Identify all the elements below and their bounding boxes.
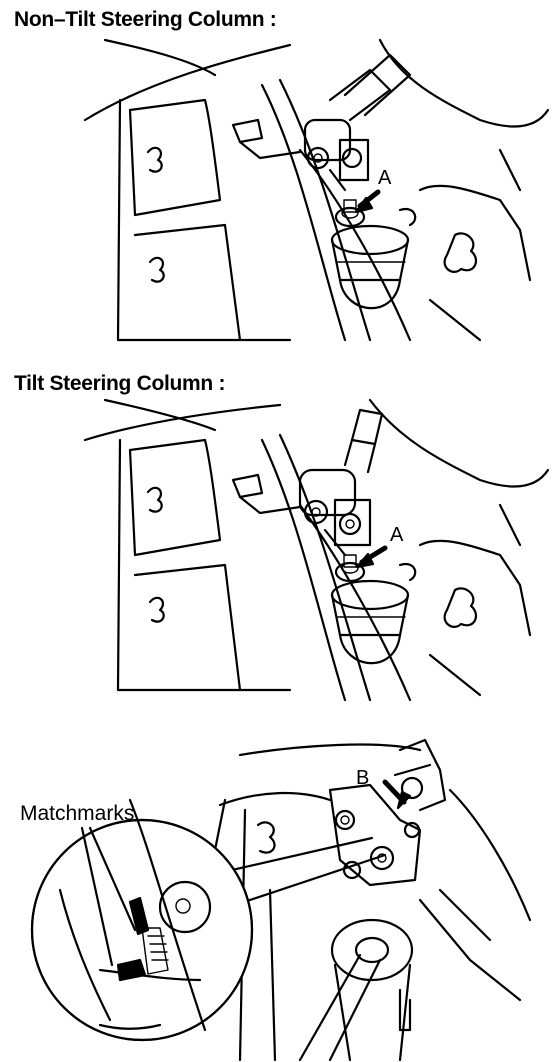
illustration-matchmarks-detail bbox=[30, 738, 532, 1062]
matchmarks-label: Matchmarks bbox=[20, 802, 135, 825]
heading-non-tilt-steering-column: Non–Tilt Steering Column : bbox=[14, 8, 277, 31]
heading-tilt-steering-column: Tilt Steering Column : bbox=[14, 372, 226, 395]
callout-a-tilt: A bbox=[390, 524, 404, 546]
callout-a-non-tilt: A bbox=[378, 167, 392, 189]
illustration-tilt-column bbox=[83, 398, 550, 702]
illustration-non-tilt-column bbox=[83, 38, 550, 342]
callout-b: B bbox=[356, 767, 370, 789]
